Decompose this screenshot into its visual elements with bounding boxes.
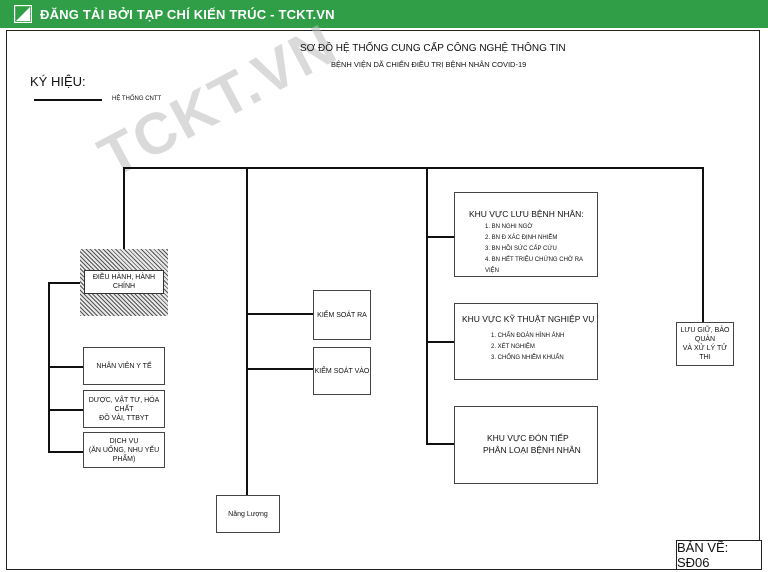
- node-exit-control-label: KIỂM SOÁT RA: [317, 311, 367, 319]
- node-reception-line1: KHU VỰC ĐÓN TIẾP: [487, 433, 569, 443]
- drop-energy-line: [246, 167, 248, 495]
- node-tech-list: 1. CHẨN ĐOÁN HÌNH ẢNH 2. XÉT NGHIỆM 3. C…: [491, 331, 564, 364]
- node-energy-label: Năng Lượng: [228, 510, 268, 518]
- branch-service-line: [48, 451, 83, 453]
- ward-item-4: 4. BN HẾT TRIỆU CHỨNG CHỜ RA VIỆN: [485, 257, 583, 274]
- admin-stem-line: [48, 282, 82, 284]
- node-reception-zone: KHU VỰC ĐÓN TIẾP PHÂN LOẠI BỆNH NHÂN: [454, 406, 598, 484]
- node-energy: Năng Lượng: [216, 495, 280, 533]
- node-pharmacy-line2: ĐỒ VẢI, TTBYT: [99, 414, 149, 422]
- node-tech-zone: KHU VỰC KỸ THUẬT NGHIỆP VỤ 1. CHẨN ĐOÁN …: [454, 303, 598, 380]
- node-pharmacy: DƯỢC, VẬT TƯ, HÓA CHẤT ĐỒ VẢI, TTBYT: [83, 390, 165, 428]
- node-ward-zone: KHU VỰC LƯU BỆNH NHÂN: 1. BN NGHI NGỜ 2.…: [454, 192, 598, 277]
- node-entry-control-label: KIỂM SOÁT VÀO: [314, 367, 370, 375]
- legend-item-label: HỆ THỐNG CNTT: [112, 96, 162, 102]
- sheet-number: BẢN VẼ: SĐ06: [676, 540, 762, 570]
- drawing-frame: [6, 30, 760, 570]
- tech-item-1: 1. CHẨN ĐOÁN HÌNH ẢNH: [491, 333, 565, 339]
- tckt-logo-icon: [14, 5, 32, 23]
- node-entry-control: KIỂM SOÁT VÀO: [313, 347, 371, 395]
- node-service: DỊCH VỤ (ĂN UỐNG, NHU YẾU PHẨM): [83, 432, 165, 468]
- branch-tech-line: [426, 341, 454, 343]
- legend-line-sample: [34, 99, 102, 101]
- branch-reception-line: [426, 443, 454, 445]
- ward-item-1: 1. BN NGHI NGỜ: [485, 224, 533, 230]
- tech-item-3: 3. CHỐNG NHIỄM KHUẨN: [491, 355, 564, 361]
- branch-staff-line: [48, 366, 83, 368]
- drop-zones-line: [426, 167, 428, 445]
- node-admin-label: ĐIỀU HÀNH, HÀNH CHÍNH: [92, 274, 156, 290]
- node-storage-line2: VÀ XỬ LÝ TỬ THI: [682, 345, 728, 361]
- node-staff-label: NHÂN VIÊN Y TẾ: [96, 362, 152, 370]
- drop-admin-line: [123, 167, 125, 249]
- diagram-subtitle: BỆNH VIỆN DÃ CHIẾN ĐIỀU TRỊ BỆNH NHÂN CO…: [331, 60, 527, 69]
- branch-ward-line: [426, 236, 454, 238]
- node-storage: LƯU GIỮ, BẢO QUẢN VÀ XỬ LÝ TỬ THI: [676, 322, 734, 366]
- banner-text: ĐĂNG TẢI BỞI TẠP CHÍ KIẾN TRÚC - TCKT.VN: [40, 6, 335, 22]
- drop-storage-line: [702, 167, 704, 323]
- ward-item-2: 2. BN Đ XÁC ĐỊNH NHIỄM: [485, 235, 558, 241]
- header-banner: ĐĂNG TẢI BỞI TẠP CHÍ KIẾN TRÚC - TCKT.VN: [0, 0, 768, 28]
- node-ward-list: 1. BN NGHI NGỜ 2. BN Đ XÁC ĐỊNH NHIỄM 3.…: [485, 222, 597, 277]
- node-pharmacy-line1: DƯỢC, VẬT TƯ, HÓA CHẤT: [88, 396, 160, 413]
- branch-pharmacy-line: [48, 409, 83, 411]
- node-reception-line2: PHÂN LOẠI BỆNH NHÂN: [483, 445, 581, 455]
- node-service-line2: (ĂN UỐNG, NHU YẾU PHẨM): [88, 446, 160, 463]
- node-staff: NHÂN VIÊN Y TẾ: [83, 347, 165, 385]
- branch-entry-line: [246, 368, 314, 370]
- diagram-title: SƠ ĐỒ HỆ THỐNG CUNG CẤP CÔNG NGHỆ THÔNG …: [300, 43, 566, 54]
- node-tech-title: KHU VỰC KỸ THUẬT NGHIỆP VỤ: [462, 314, 595, 324]
- legend-heading: KÝ HIỆU:: [30, 74, 86, 89]
- node-storage-line1: LƯU GIỮ, BẢO QUẢN: [680, 327, 730, 343]
- ward-item-3: 3. BN HỒI SỨC CẤP CỨU: [485, 246, 557, 252]
- branch-exit-line: [246, 313, 314, 315]
- node-admin: ĐIỀU HÀNH, HÀNH CHÍNH: [84, 270, 164, 294]
- tech-item-2: 2. XÉT NGHIỆM: [491, 344, 535, 350]
- node-exit-control: KIỂM SOÁT RA: [313, 290, 371, 340]
- node-service-line1: DỊCH VỤ: [109, 437, 139, 445]
- main-bus-line: [123, 167, 704, 169]
- node-ward-title: KHU VỰC LƯU BỆNH NHÂN:: [469, 209, 584, 219]
